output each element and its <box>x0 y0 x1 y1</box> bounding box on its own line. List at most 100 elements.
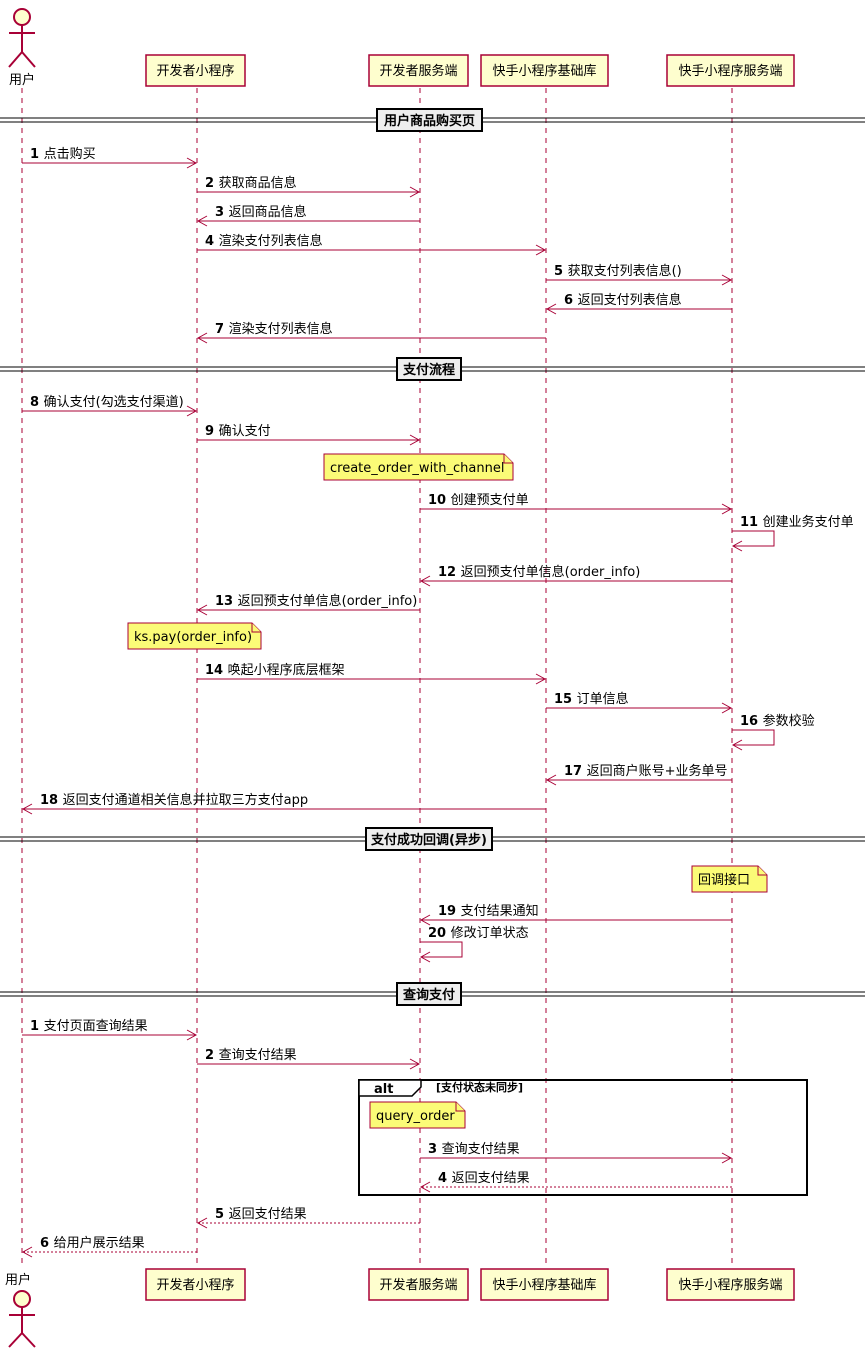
message-text: 返回商户账号+业务单号 <box>587 763 728 779</box>
note-ks-pay: ks.pay(order_info) <box>127 622 262 650</box>
message-8: 8 确认支付(勾选支付渠道) <box>22 395 198 417</box>
message-label: 6 返回支付列表信息 <box>564 292 682 308</box>
message-5: 5 获取支付列表信息() <box>546 263 733 286</box>
lifelines <box>21 88 733 1268</box>
actor-user-label: 用户 <box>9 72 35 88</box>
message-25: 5 返回支付结果 <box>196 1207 420 1229</box>
message-number: 6 <box>40 1236 54 1251</box>
message-number: 9 <box>205 424 219 439</box>
arrowhead-icon <box>721 702 733 714</box>
message-12: 12 返回预支付单信息(order_info) <box>419 564 732 587</box>
message-number: 19 <box>438 904 461 919</box>
message-arrow-line <box>420 941 463 958</box>
participant-label: 开发者服务端 <box>379 63 457 79</box>
message-label: 18 返回支付通道相关信息并拉取三方支付app <box>40 792 308 808</box>
message-text: 返回商品信息 <box>229 204 307 220</box>
message-label: 15 订单信息 <box>554 691 629 707</box>
arrowhead-icon <box>535 244 547 256</box>
message-14: 14 唤起小程序底层框架 <box>197 662 547 685</box>
message-number: 6 <box>564 293 578 308</box>
actor-user-top: 用户 <box>8 8 36 88</box>
message-7: 7 渲染支付列表信息 <box>196 321 546 344</box>
divider-label: 支付成功回调(异步) <box>370 832 487 848</box>
divider-label: 用户商品购买页 <box>383 113 475 129</box>
arrowhead-icon <box>545 774 557 786</box>
message-number: 20 <box>428 926 451 941</box>
participant-base-bottom: 快手小程序基础库 <box>480 1268 609 1301</box>
participant-label: 开发者小程序 <box>156 1277 234 1293</box>
message-text: 获取支付列表信息() <box>568 263 682 279</box>
participant-ks-bottom: 快手小程序服务端 <box>666 1268 795 1301</box>
participant-dev-top: 开发者服务端 <box>368 54 469 87</box>
message-number: 1 <box>30 147 44 162</box>
message-6: 6 返回支付列表信息 <box>545 292 732 315</box>
message-11: 11 创建业务支付单 <box>731 514 854 552</box>
arrowhead-icon <box>731 739 743 751</box>
message-number: 16 <box>740 714 763 729</box>
message-text: 给用户展示结果 <box>54 1235 145 1251</box>
message-label: 8 确认支付(勾选支付渠道) <box>30 395 184 410</box>
message-23: 3 查询支付结果 <box>420 1142 733 1164</box>
arrowhead-icon <box>731 540 743 552</box>
actor-user-bottom: 用户 <box>5 1272 36 1348</box>
message-label: 3 查询支付结果 <box>428 1142 520 1157</box>
arrowhead-icon <box>196 604 208 616</box>
message-label: 12 返回预支付单信息(order_info) <box>438 564 640 580</box>
message-26: 6 给用户展示结果 <box>21 1235 197 1258</box>
message-22: 2 查询支付结果 <box>197 1048 421 1070</box>
message-20: 20 修改订单状态 <box>419 926 529 963</box>
arrowhead-icon <box>409 186 421 198</box>
message-21: 1 支付页面查询结果 <box>22 1019 198 1041</box>
arrowhead-icon <box>196 1217 208 1229</box>
message-text: 获取商品信息 <box>219 175 297 191</box>
message-4: 4 渲染支付列表信息 <box>197 233 547 256</box>
message-label: 7 渲染支付列表信息 <box>215 321 333 337</box>
message-number: 3 <box>215 205 229 220</box>
alt-condition: [支付状态未同步] <box>436 1080 523 1094</box>
message-number: 18 <box>40 793 63 808</box>
alt-frame: alt [支付状态未同步] <box>358 1079 808 1196</box>
divider-label: 查询支付 <box>402 987 455 1003</box>
message-text: 支付页面查询结果 <box>44 1019 148 1034</box>
message-17: 17 返回商户账号+业务单号 <box>545 763 732 786</box>
arrowhead-icon <box>419 951 431 963</box>
participant-label: 开发者小程序 <box>156 63 234 79</box>
message-label: 6 给用户展示结果 <box>40 1235 145 1251</box>
message-text: 查询支付结果 <box>442 1142 520 1157</box>
divider-callback: 支付成功回调(异步) <box>0 827 865 851</box>
arrowhead-icon <box>21 1246 33 1258</box>
arrowhead-icon <box>721 1152 733 1164</box>
divider-pay-flow: 支付流程 <box>0 357 865 381</box>
actor-user-label: 用户 <box>5 1272 31 1288</box>
arrowhead-icon <box>186 405 198 417</box>
message-text: 返回支付结果 <box>452 1171 530 1186</box>
participant-mini-bottom: 开发者小程序 <box>145 1268 246 1301</box>
message-number: 1 <box>30 1019 44 1034</box>
message-13: 13 返回预支付单信息(order_info) <box>196 593 420 616</box>
arrowhead-icon <box>186 1029 198 1041</box>
message-label: 4 渲染支付列表信息 <box>205 233 323 249</box>
arrowhead-icon <box>535 673 547 685</box>
message-label: 14 唤起小程序底层框架 <box>205 662 345 678</box>
message-text: 查询支付结果 <box>219 1048 297 1063</box>
message-9: 9 确认支付 <box>197 424 421 446</box>
participant-label: 快手小程序基础库 <box>492 1277 596 1293</box>
message-24: 4 返回支付结果 <box>419 1171 732 1193</box>
message-text: 返回支付结果 <box>229 1207 307 1222</box>
message-label: 20 修改订单状态 <box>428 926 529 941</box>
message-label: 2 获取商品信息 <box>205 175 297 191</box>
message-label: 3 返回商品信息 <box>215 204 307 220</box>
message-text: 返回支付列表信息 <box>578 292 682 308</box>
message-text: 确认支付(勾选支付渠道) <box>44 395 184 410</box>
message-number: 15 <box>554 692 577 707</box>
message-2: 2 获取商品信息 <box>197 175 421 198</box>
participant-ks-top: 快手小程序服务端 <box>666 54 795 87</box>
message-label: 4 返回支付结果 <box>438 1171 530 1186</box>
divider-label: 支付流程 <box>402 362 455 378</box>
arrowhead-icon <box>721 274 733 286</box>
participant-label: 快手小程序服务端 <box>678 63 782 79</box>
arrowhead-icon <box>545 303 557 315</box>
arrowhead-icon <box>721 503 733 515</box>
message-number: 12 <box>438 565 461 580</box>
